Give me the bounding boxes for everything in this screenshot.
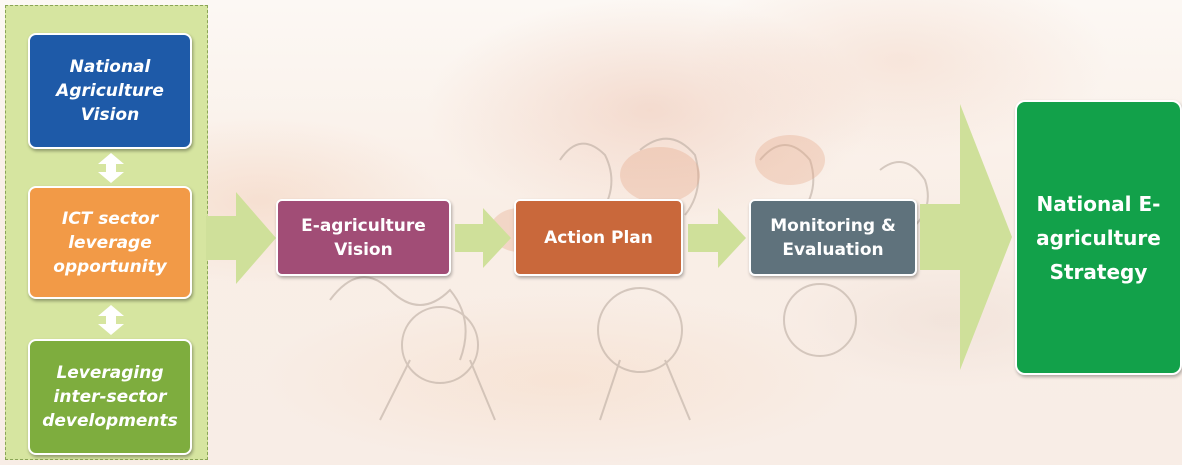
e-agriculture-vision-box: E-agriculture Vision xyxy=(276,199,451,276)
flow-arrow-icon xyxy=(920,104,1012,370)
national-e-agriculture-strategy-box: National E-agriculture Strategy xyxy=(1015,100,1182,375)
flow-arrow-icon xyxy=(688,208,746,268)
national-agriculture-vision-box: National Agriculture Vision xyxy=(28,33,192,149)
strategy-label: National E-agriculture Strategy xyxy=(1036,191,1161,284)
leveraging-inter-sector-box: Leveraging inter-sector developments xyxy=(28,339,192,455)
action-plan-box: Action Plan xyxy=(514,199,683,276)
flow-arrow-icon xyxy=(455,208,511,268)
double-headed-arrow-icon xyxy=(98,153,124,183)
monitoring-evaluation-box: Monitoring & Evaluation xyxy=(749,199,917,276)
flow-arrow-icon xyxy=(206,192,276,284)
double-headed-arrow-icon xyxy=(98,305,124,335)
ict-sector-leverage-box: ICT sector leverage opportunity xyxy=(28,186,192,299)
left-panel: National Agriculture Vision ICT sector l… xyxy=(5,5,208,460)
